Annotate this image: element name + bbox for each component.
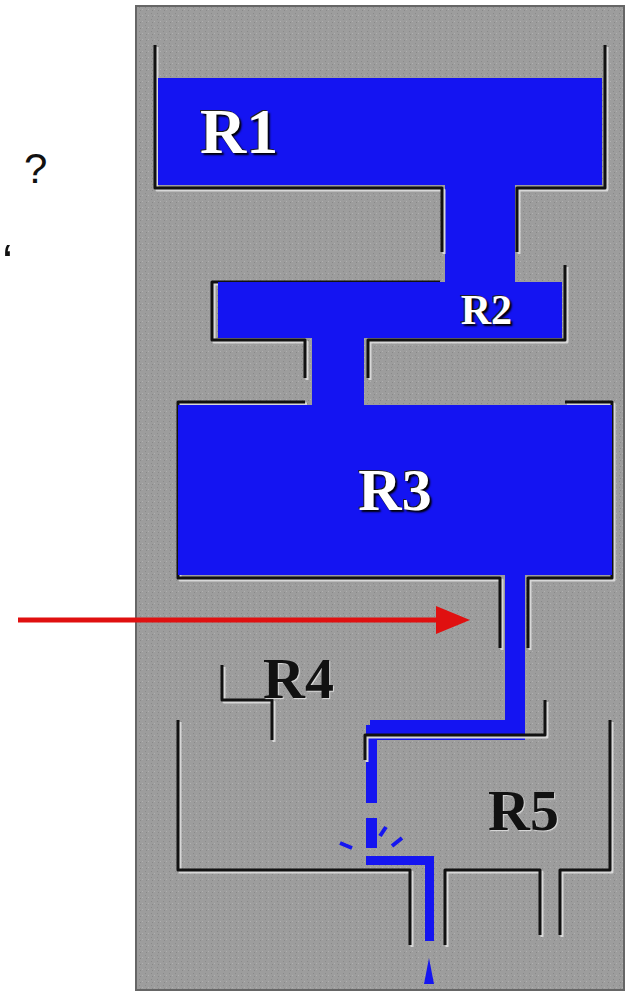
water-channel	[312, 338, 364, 405]
reservoir: R2	[218, 282, 562, 338]
reservoir-label: R3	[358, 460, 431, 520]
leak-drops	[340, 827, 402, 848]
water-channel	[445, 185, 515, 282]
reservoir-label: R2	[461, 289, 512, 331]
reservoir: R4	[175, 640, 370, 870]
reservoir-label: R4	[263, 650, 334, 708]
side-label: ‘	[2, 238, 13, 288]
side-label: ?	[24, 148, 47, 190]
reservoir-label: R5	[488, 782, 559, 840]
pipe	[366, 725, 434, 984]
reservoir: R3	[178, 405, 612, 575]
reservoir-label: R1	[200, 100, 278, 164]
reservoir: R5	[370, 640, 612, 870]
reservoir: R1	[158, 78, 602, 185]
water-channel	[370, 575, 515, 730]
panel	[136, 6, 624, 990]
